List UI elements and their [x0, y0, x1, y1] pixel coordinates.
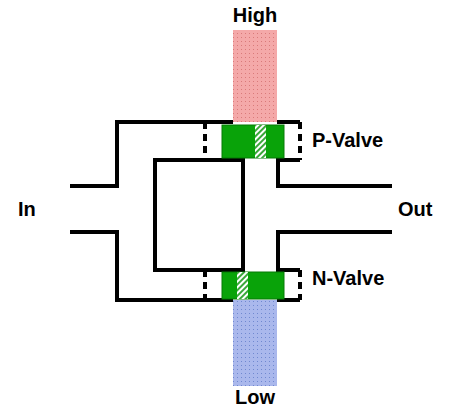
label: In: [18, 198, 36, 220]
label: N-Valve: [312, 267, 384, 289]
p-chamber-top-wall: [277, 120, 300, 124]
n-valve-port: [237, 272, 248, 299]
out-lower-wall: [278, 232, 392, 270]
label: High: [233, 4, 277, 26]
n-valve-spool: [222, 272, 284, 299]
inner-block: [155, 160, 243, 270]
chamber-ports: [205, 122, 300, 300]
port-mark: [298, 122, 302, 160]
label: Out: [398, 198, 432, 220]
out-upper-wall: [278, 160, 392, 186]
p-valve-spool: [222, 125, 284, 158]
port-mark: [203, 122, 207, 160]
high-pipe: [233, 30, 277, 122]
port-mark: [203, 270, 207, 300]
upper-outer-wall: [70, 122, 233, 186]
label: P-Valve: [312, 129, 383, 151]
p-valve-port: [255, 125, 266, 158]
label: Low: [235, 386, 275, 408]
lower-outer-wall: [70, 232, 233, 300]
low-pipe: [233, 300, 277, 386]
port-mark: [298, 270, 302, 300]
pipe-walls: [70, 122, 392, 300]
